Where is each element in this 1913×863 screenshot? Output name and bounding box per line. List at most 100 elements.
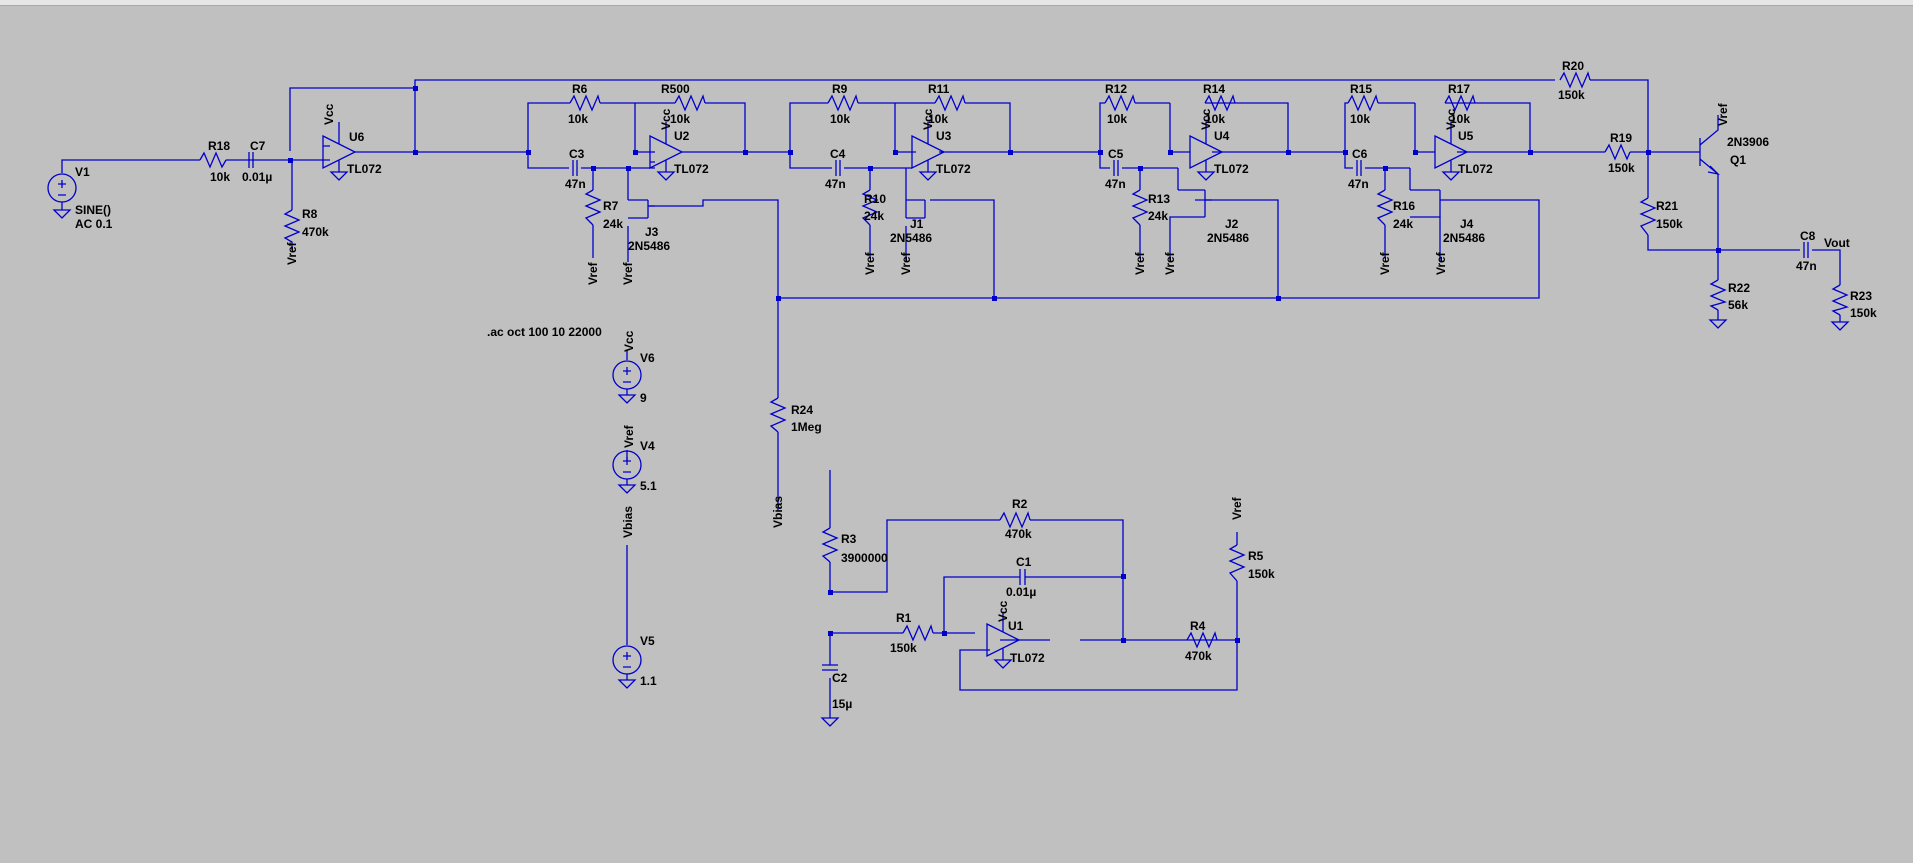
opamp-model: TL072 xyxy=(347,162,382,176)
resistor-r9[interactable]: R9 10k xyxy=(827,82,859,126)
resistor-value: 150k xyxy=(1656,217,1683,231)
net-label-vref: Vref xyxy=(1230,496,1244,520)
jfet-j1[interactable]: J1 2N5486 xyxy=(890,199,932,245)
resistor-ref: R16 xyxy=(1393,199,1415,213)
resistor-r12[interactable]: R12 10k xyxy=(1104,82,1136,126)
jfet-j4[interactable]: J4 2N5486 xyxy=(1410,189,1485,245)
pnp-transistor-q1[interactable]: Vref 2N3906 Q1 xyxy=(1699,102,1769,176)
resistor-r15[interactable]: R15 10k xyxy=(1347,82,1379,126)
resistor-r8[interactable]: R8 470k xyxy=(283,207,329,250)
capacitor-c2[interactable]: C2 15µ xyxy=(822,664,852,711)
jfet-model: 2N5486 xyxy=(1207,231,1249,245)
resistor-r13[interactable]: R13 24k xyxy=(1131,189,1170,226)
opamp-u5[interactable]: Vcc U5 TL072 xyxy=(1434,108,1493,181)
capacitor-value: 15µ xyxy=(832,697,852,711)
capacitor-c3[interactable]: C3 47n xyxy=(565,147,586,191)
jfet-j3[interactable]: J3 2N5486 xyxy=(628,199,670,253)
resistor-ref: R14 xyxy=(1203,82,1225,96)
voltage-source-v5[interactable]: Vbias V5 1.1 xyxy=(612,506,657,689)
capacitor-c1[interactable]: C1 0.01µ xyxy=(1006,555,1040,599)
capacitor-ref: C2 xyxy=(832,671,848,685)
resistor-r5[interactable]: R5 150k xyxy=(1228,544,1275,582)
jfet-ref: J1 xyxy=(910,217,924,231)
resistor-r14[interactable]: R14 10k xyxy=(1203,82,1236,126)
resistor-value: 24k xyxy=(603,217,623,231)
capacitor-c5[interactable]: C5 47n xyxy=(1105,147,1126,191)
transistor-ref: Q1 xyxy=(1730,153,1746,167)
resistor-r17[interactable]: R17 10k xyxy=(1444,82,1476,126)
capacitor-c4[interactable]: C4 47n xyxy=(825,147,846,191)
opamp-u4[interactable]: Vcc U4 TL072 xyxy=(1189,108,1249,181)
resistor-value: 24k xyxy=(1148,209,1168,223)
transistor-model: 2N3906 xyxy=(1727,135,1769,149)
resistor-ref: R22 xyxy=(1728,281,1750,295)
net-label-vref: Vref xyxy=(1163,251,1177,275)
resistor-value: 150k xyxy=(1248,567,1275,581)
resistor-r4[interactable]: R4 470k xyxy=(1185,619,1218,663)
resistor-r21[interactable]: R21 150k xyxy=(1639,197,1683,236)
net-label-vref: Vref xyxy=(1378,251,1392,275)
resistor-r22[interactable]: R22 56k xyxy=(1709,279,1750,312)
spice-directive[interactable]: .ac oct 100 10 22000 xyxy=(487,325,602,339)
source-ac: AC 0.1 xyxy=(75,217,113,231)
opamp-u1[interactable]: Vcc U1 TL072 xyxy=(986,600,1045,669)
resistor-ref: R20 xyxy=(1562,59,1584,73)
capacitor-c7[interactable]: C7 0.01µ xyxy=(242,139,272,184)
opamp-supply: Vcc xyxy=(322,103,336,125)
resistor-value: 3900000 xyxy=(841,551,888,565)
resistor-ref: R13 xyxy=(1148,192,1170,206)
opamp-u2[interactable]: Vcc U2 TL072 xyxy=(649,108,709,181)
resistor-value: 150k xyxy=(1850,306,1877,320)
jfet-model: 2N5486 xyxy=(628,239,670,253)
resistor-r11[interactable]: R11 10k xyxy=(928,82,966,126)
jfet-j2[interactable]: J2 2N5486 xyxy=(1178,189,1249,245)
resistor-r24[interactable]: R24 1Meg xyxy=(769,397,822,434)
resistor-value: 10k xyxy=(830,112,850,126)
opamp-supply: Vcc xyxy=(659,108,673,130)
voltage-source-v1[interactable]: V1 SINE() AC 0.1 xyxy=(47,165,113,231)
resistor-r500[interactable]: R500 10k xyxy=(661,82,706,126)
transistor-emitter-label: Vref xyxy=(1716,102,1730,126)
resistor-ref: R3 xyxy=(841,532,857,546)
resistor-r1[interactable]: R1 150k xyxy=(890,611,934,655)
voltage-source-v4[interactable]: Vref V4 5.1 xyxy=(612,424,657,494)
capacitor-value: 47n xyxy=(1105,177,1126,191)
opamp-model: TL072 xyxy=(674,162,709,176)
resistor-r3[interactable]: R3 3900000 xyxy=(821,527,888,565)
net-label-vref: Vref xyxy=(586,261,600,285)
resistor-r7[interactable]: R7 24k xyxy=(584,189,623,231)
capacitor-value: 47n xyxy=(1796,259,1817,273)
jfet-ref: J3 xyxy=(645,225,659,239)
resistor-ref: R9 xyxy=(832,82,848,96)
resistor-ref: R4 xyxy=(1190,619,1206,633)
voltage-source-v6[interactable]: Vcc V6 9 xyxy=(612,330,655,405)
opamp-ref: U4 xyxy=(1214,129,1230,143)
resistor-r19[interactable]: R19 150k xyxy=(1604,131,1635,175)
resistor-r6[interactable]: R6 10k xyxy=(568,82,601,126)
resistor-value: 10k xyxy=(1350,112,1370,126)
resistor-r18[interactable]: R18 10k xyxy=(199,139,230,184)
resistor-ref: R5 xyxy=(1248,549,1264,563)
jfet-ref: J2 xyxy=(1225,217,1239,231)
resistor-value: 470k xyxy=(1185,649,1212,663)
capacitor-c6[interactable]: C6 47n xyxy=(1348,147,1369,191)
source-value: 9 xyxy=(640,391,647,405)
resistor-r20[interactable]: R20 150k xyxy=(1558,59,1591,102)
resistor-ref: R21 xyxy=(1656,199,1678,213)
opamp-supply: Vcc xyxy=(921,108,935,130)
resistor-r10[interactable]: R10 24k xyxy=(861,189,886,226)
resistor-ref: R11 xyxy=(928,82,950,96)
resistor-r16[interactable]: R16 24k xyxy=(1376,189,1415,231)
resistor-value: 150k xyxy=(1558,88,1585,102)
capacitor-value: 0.01µ xyxy=(242,170,272,184)
resistor-r2[interactable]: R2 470k xyxy=(999,497,1032,541)
source-ref: V4 xyxy=(640,439,655,453)
opamp-u6[interactable]: Vcc U6 TL072 xyxy=(322,103,382,181)
capacitor-c8[interactable]: C8 47n xyxy=(1796,229,1817,273)
resistor-ref: R18 xyxy=(208,139,230,153)
opamp-u3[interactable]: Vcc U3 TL072 xyxy=(911,108,971,181)
capacitor-value: 47n xyxy=(825,177,846,191)
opamp-supply: Vcc xyxy=(996,600,1010,622)
resistor-r23[interactable]: R23 150k xyxy=(1831,284,1877,320)
